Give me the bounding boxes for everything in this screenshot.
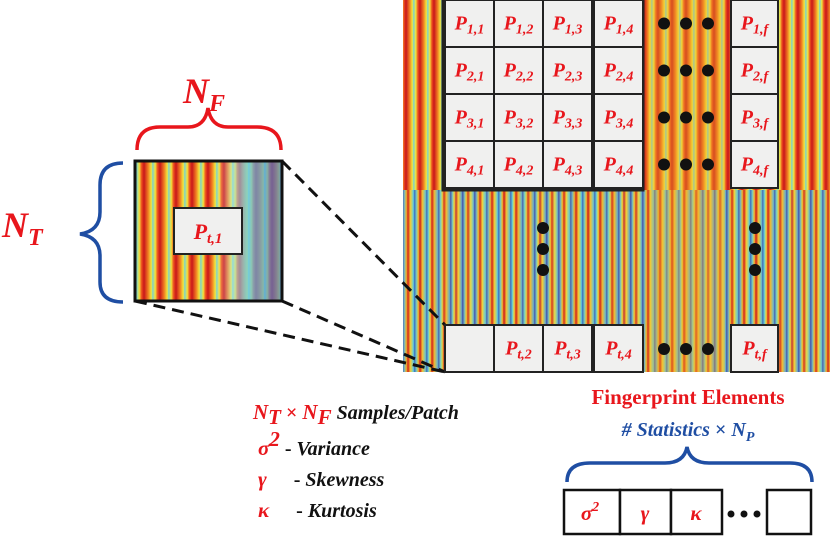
patch-cell-t-1	[444, 324, 495, 373]
horizontal-ellipsis-dot	[658, 17, 670, 30]
patch-cell-3-2-label: P3,2	[503, 107, 534, 132]
patch-cell-1-1-label: P1,1	[454, 13, 485, 38]
fingerprint-title: Fingerprint Elements	[591, 385, 784, 409]
patch-cell-1-3-label: P1,3	[552, 13, 583, 38]
nt-label: NT	[1, 205, 44, 251]
fingerprint-cell-skewness-label: γ	[641, 501, 650, 525]
patch-cell-2-1-label: P2,1	[454, 60, 485, 85]
horizontal-ellipsis-dot	[680, 158, 692, 171]
horizontal-ellipsis-dot	[658, 343, 670, 355]
samples-per-patch-label: NT × NF Samples/Patch	[252, 400, 459, 429]
vertical-ellipsis-left	[537, 222, 549, 276]
patch-cell-3-f-label: P3,f	[740, 107, 770, 132]
horizontal-ellipsis-dot	[680, 343, 692, 355]
patch-cell-1-4-label: P1,4	[603, 13, 634, 38]
patch-cell-t-f	[730, 324, 779, 373]
horizontal-ellipsis-dot	[658, 158, 670, 171]
patch-cell-3-1-label: P3,1	[454, 107, 485, 132]
horizontal-ellipsis-dot	[702, 343, 714, 355]
patch-cell-2-3-label: P2,3	[552, 60, 583, 85]
patch-cell-2-f-label: P2,f	[740, 60, 770, 85]
fingerprint-elements: Fingerprint Elements # Statistics × NP σ…	[562, 385, 814, 536]
horizontal-ellipsis-dot	[658, 111, 670, 124]
nf-brace: NF	[135, 71, 283, 151]
projection-lines	[134, 159, 447, 374]
zoomed-patch: Pt,1	[133, 159, 284, 303]
fingerprint-cell-kurtosis-label: κ	[690, 501, 702, 525]
legend: NT × NF Samples/Patch σ2 - Variance γ - …	[252, 400, 459, 522]
patch-cell-t-3	[542, 324, 593, 373]
legend-skewness: γ - Skewness	[258, 467, 385, 491]
patch-cell-1-2-label: P1,2	[503, 13, 534, 38]
fingerprint-brace	[565, 446, 814, 483]
patch-cell-4-3	[542, 140, 593, 189]
patch-cell-t-4	[593, 324, 644, 373]
patch-cell-4-1-label: P4,1	[454, 154, 485, 179]
patch-cell-t-3-label: Pt,3	[553, 338, 581, 363]
zoom-patch-label: Pt,1	[193, 219, 223, 247]
fingerprint-cell-kurtosis	[669, 488, 724, 536]
horizontal-ellipsis-dot	[702, 64, 714, 77]
patch-cell-4-2	[493, 140, 544, 189]
patch-cell-2-2	[493, 46, 544, 95]
patch-cell-3-4-label: P3,4	[603, 107, 634, 132]
legend-variance: σ2 - Variance	[258, 427, 370, 460]
fingerprint-ellipsis-dot	[753, 510, 761, 518]
patch-cell-t-f-label: Pt,f	[741, 338, 768, 363]
nt-brace: NT	[1, 161, 124, 304]
zoom-patch-cell	[173, 207, 243, 255]
fingerprint-cell-variance-label: σ2	[581, 500, 599, 525]
patch-cell-3-3-label: P3,3	[552, 107, 583, 132]
patch-cell-2-4-label: P2,4	[603, 60, 634, 85]
horizontal-ellipsis-dot	[680, 64, 692, 77]
fingerprint-cell-last	[765, 488, 813, 536]
nf-label: NF	[182, 71, 225, 117]
patch-cell-2-2-label: P2,2	[503, 60, 534, 85]
patch-cell-4-f-label: P4,f	[740, 154, 770, 179]
patch-grid: P1,1 P1,2 P1,3 P1,4 P1,fP2,1 P2,2 P2,3 P2,4 P2,f…	[441, 0, 779, 373]
patch-cell-4-f	[730, 140, 779, 189]
fingerprint-cell-skewness	[618, 488, 673, 536]
horizontal-ellipsis-dot	[680, 111, 692, 124]
fingerprint-subtitle: # Statistics × NP	[621, 419, 755, 445]
patch-cell-4-4	[593, 140, 644, 189]
patch-cell-1-4	[593, 0, 644, 48]
patch-cell-3-4	[593, 93, 644, 142]
patch-cell-4-4-label: P4,4	[603, 154, 634, 179]
horizontal-ellipsis-dot	[702, 158, 714, 171]
horizontal-ellipsis-dot	[658, 64, 670, 77]
horizontal-ellipsis-dot	[680, 17, 692, 30]
patch-cell-3-f	[730, 93, 779, 142]
patch-cell-4-2-label: P4,2	[503, 154, 534, 179]
fingerprint-ellipsis-dot	[727, 510, 735, 518]
patch-cell-4-3-label: P4,3	[552, 154, 583, 179]
patch-cell-t-4-label: Pt,4	[604, 338, 632, 363]
patch-cell-2-3	[542, 46, 593, 95]
horizontal-ellipsis-dot	[702, 111, 714, 124]
vertical-ellipsis-right	[749, 222, 761, 276]
legend-kurtosis: κ - Kurtosis	[258, 498, 377, 522]
fingerprint-cell-variance	[562, 488, 622, 536]
patch-cell-t-2-label: Pt,2	[504, 338, 532, 363]
horizontal-ellipsis-dot	[702, 17, 714, 30]
fingerprint-ellipsis-dot	[740, 510, 748, 518]
patch-cell-1-f-label: P1,f	[740, 13, 770, 38]
patch-cell-3-3	[542, 93, 593, 142]
fingerprint-vector: σ2 γ κ	[562, 488, 813, 536]
